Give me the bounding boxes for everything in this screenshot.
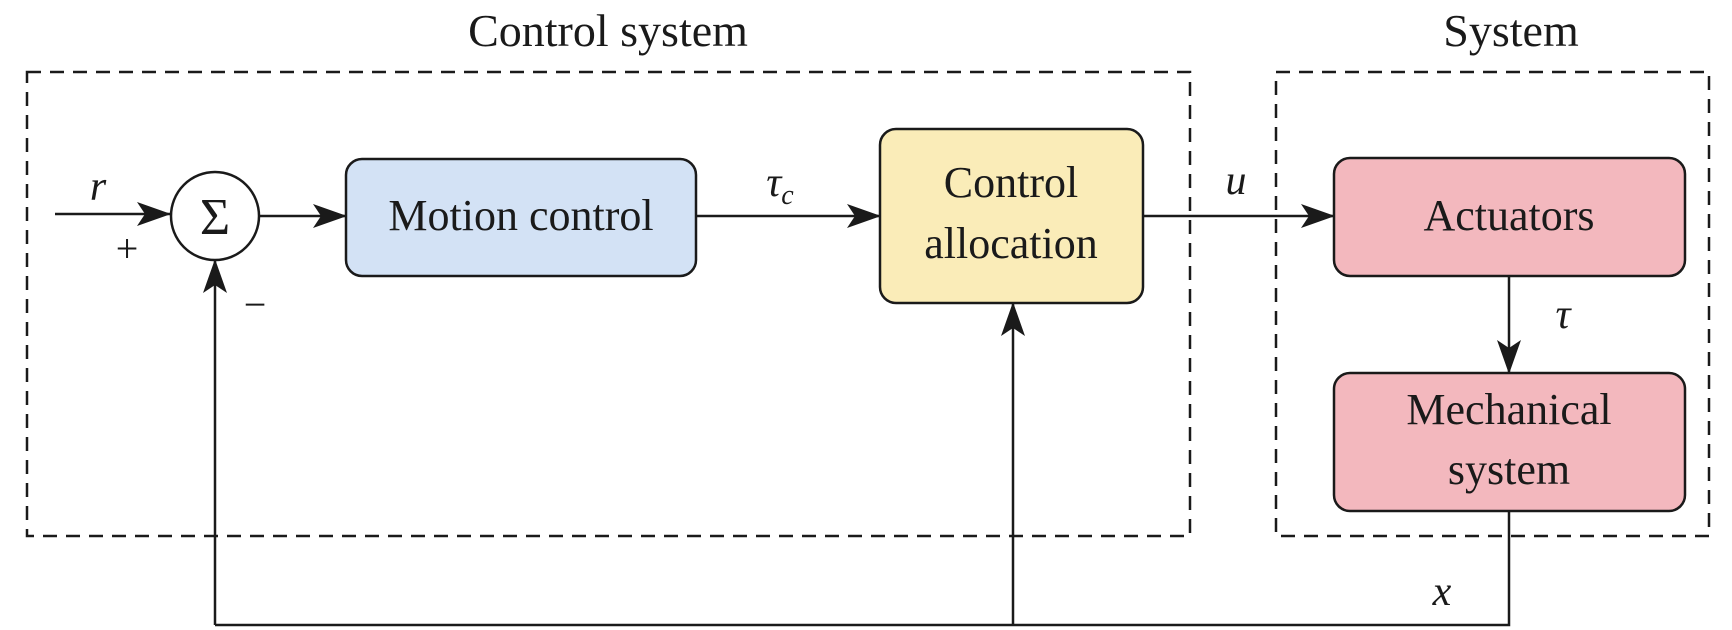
control-system-title: Control system (468, 5, 748, 56)
control-allocation-label-line2: allocation (924, 219, 1098, 268)
u-label: u (1226, 158, 1247, 204)
control-allocation-block (878, 127, 1145, 305)
system-region (1274, 70, 1711, 538)
sigma-symbol: Σ (200, 189, 230, 246)
mechanical-system-label-line2: system (1448, 445, 1570, 494)
minus-sign: − (244, 282, 267, 327)
mechanical-system-label-line1: Mechanical (1406, 385, 1611, 434)
x-label: x (1432, 569, 1452, 615)
plus-sign: + (116, 226, 139, 271)
reference-label: r (90, 164, 107, 210)
motion-control-block (344, 157, 698, 278)
actuators-label: Actuators (1423, 191, 1594, 240)
tau-c-label: τc (766, 160, 794, 211)
feedback-line (215, 511, 1511, 627)
tau-label: τ (1555, 292, 1572, 338)
control-system-region (25, 70, 1192, 538)
control-allocation-label-line1: Control (944, 158, 1078, 207)
motion-control-label: Motion control (388, 191, 653, 240)
system-title: System (1443, 5, 1579, 56)
